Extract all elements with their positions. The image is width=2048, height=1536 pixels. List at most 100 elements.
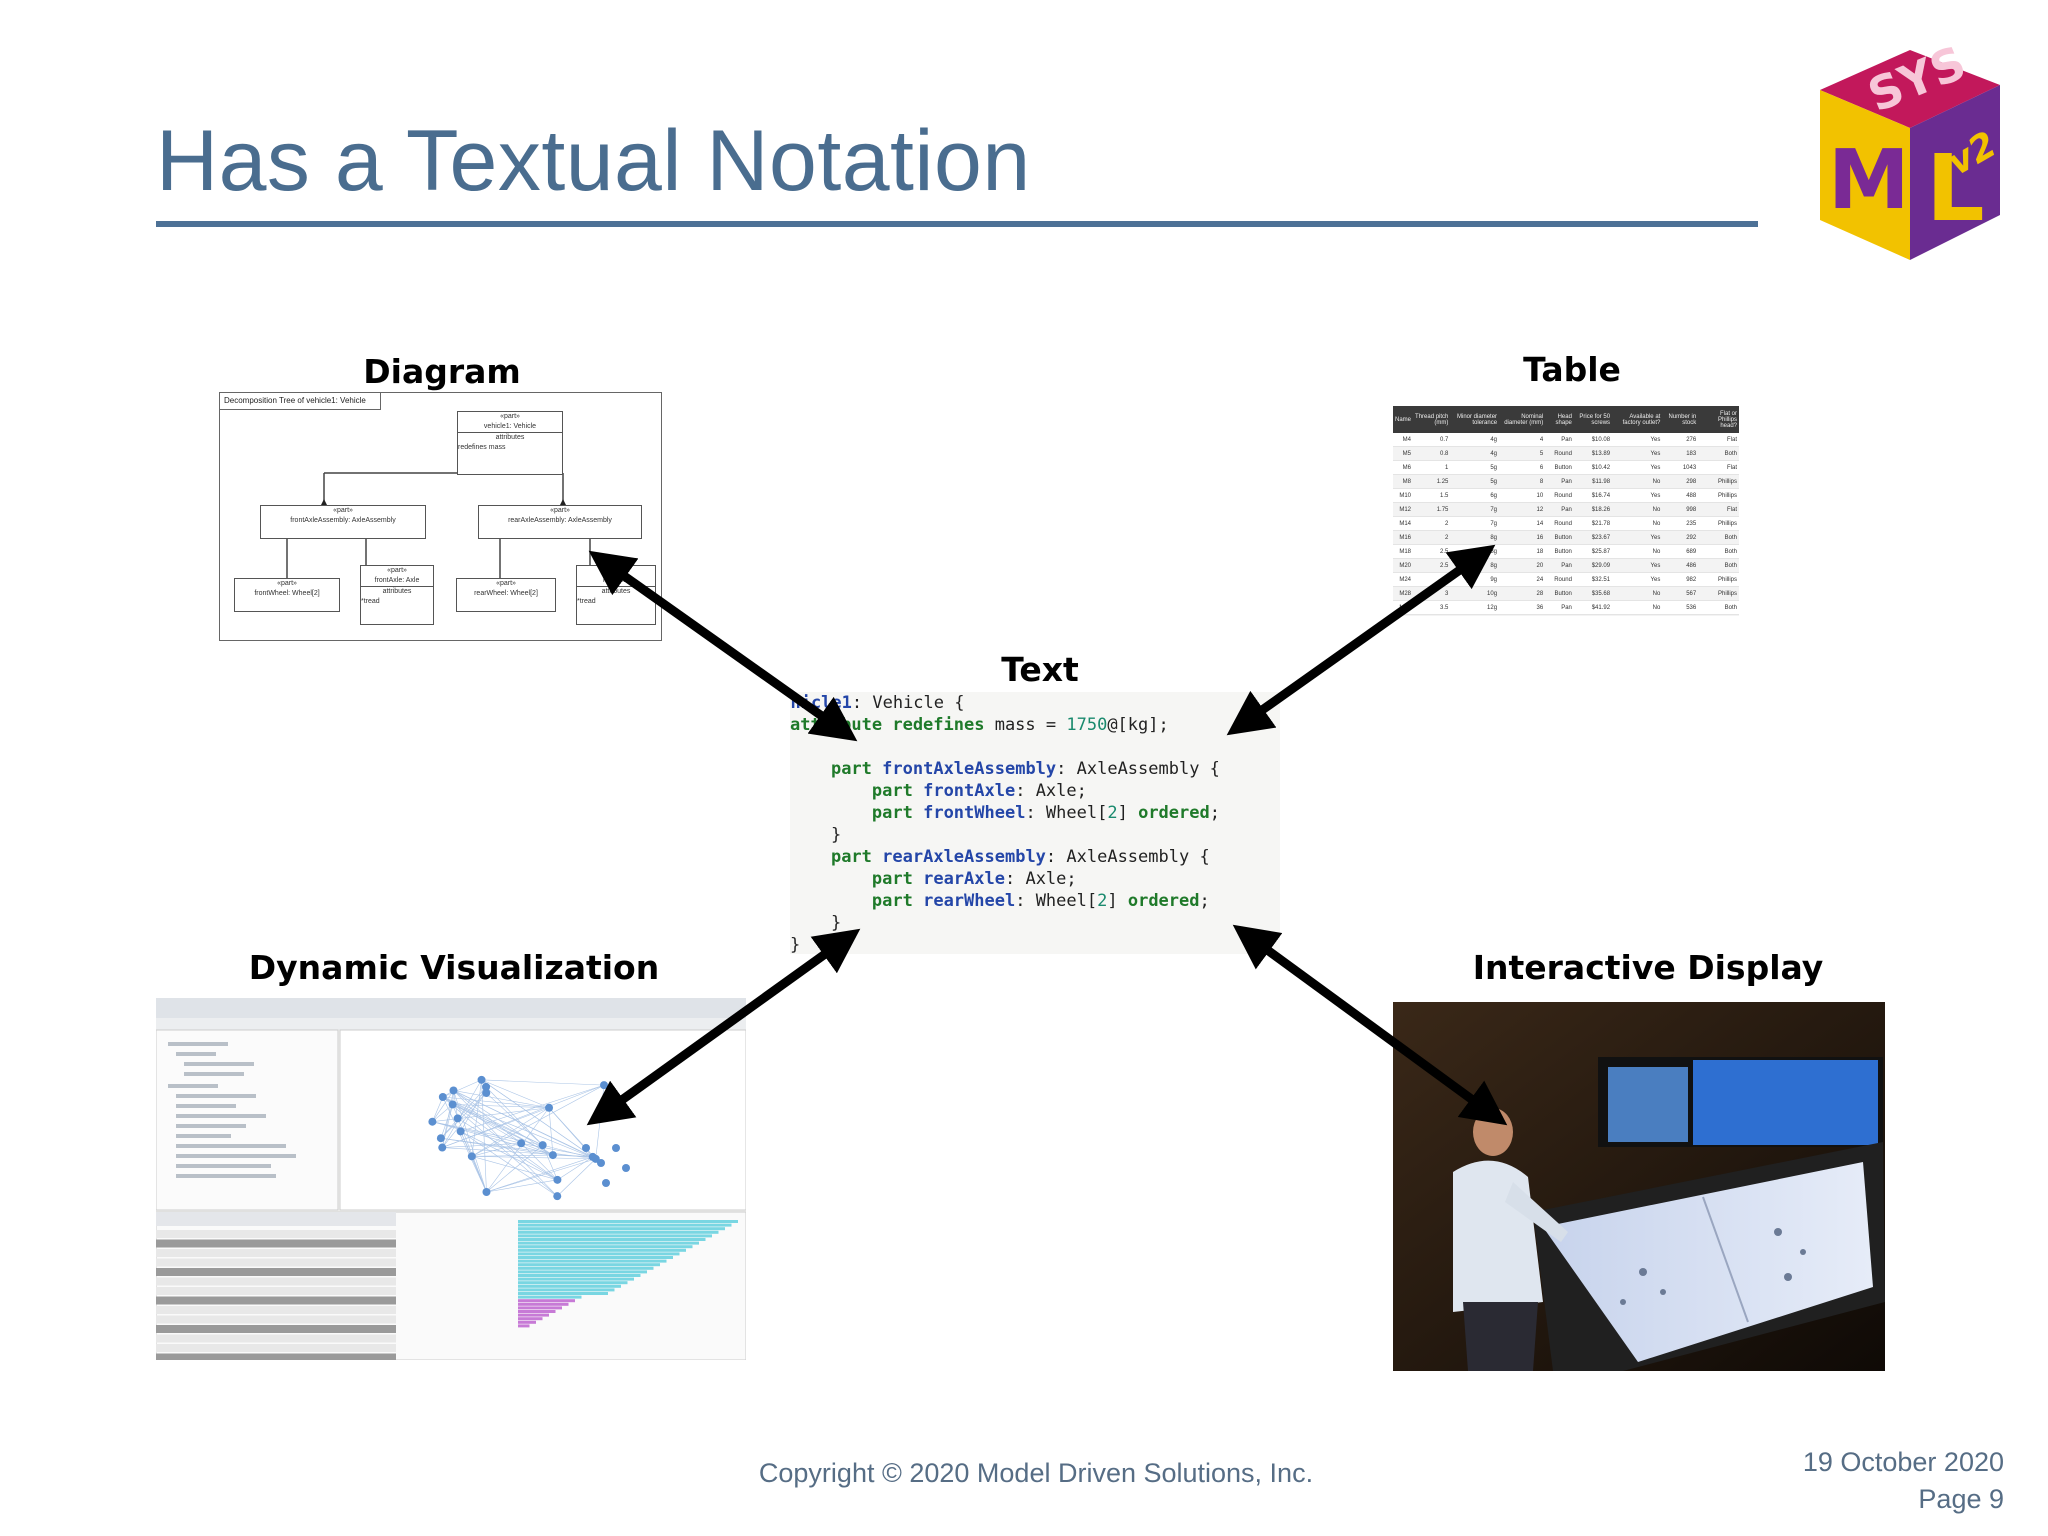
code-text: } [790,935,801,954]
graph-node [622,1164,630,1172]
graph-node [612,1144,620,1152]
code-text: : AxleAssembly { [1045,847,1210,867]
viz-bar [518,1281,628,1285]
table-cell: Flat [1698,614,1739,616]
graph-edge [442,1096,596,1160]
table-cell: 3 [1413,572,1451,587]
viz-bar [518,1220,738,1223]
dynamic-visualization-screenshot [156,998,746,1360]
graph-edge [481,1079,550,1109]
code-id: frontAxleAssembly [882,759,1057,779]
table-cell: Yes [1612,558,1663,573]
logo-side-face [1910,85,2000,260]
viz-list-row [156,1306,396,1314]
graph-edge [486,1156,593,1193]
front-axle-stereotype: «part» [387,567,407,574]
diagram-front-axle: «part» frontAxle: Axle attributes *tread [360,565,434,625]
code-kw-part: part [871,781,913,801]
table-cell: 1.25 [1413,474,1451,489]
table-cell: 0.7 [1413,433,1451,447]
table-cell: 14 [1499,516,1546,531]
table-cell: 998 [1662,502,1699,517]
code-text: @[kg]; [1107,715,1169,735]
rear-wheel-stereotype: «part» [496,580,516,587]
front-assembly-stereotype: «part» [333,507,353,514]
table-cell: 36 [1499,600,1546,615]
table-cell: No [1612,516,1663,531]
table-cell: 1.75 [1413,502,1451,517]
table-cell: $11.98 [1573,474,1613,489]
diagram-root-part: «part» vehicle1: Vehicle attributes rede… [457,411,563,475]
table-cell: 5g [1450,474,1500,489]
graph-edge [481,1079,605,1086]
graph-edge [432,1121,522,1144]
graph-node [553,1175,562,1184]
table-header-cell: Number in stock [1662,406,1699,433]
table-cell: 1043 [1662,460,1699,475]
table-cell: 743 [1662,614,1699,616]
viz-list-row [156,1296,396,1305]
graph-node [436,1134,445,1143]
table-cell: Button [1545,586,1574,601]
table-cell: 4g [1450,446,1500,461]
code-number: 2 [1097,891,1108,911]
graph-edge [432,1090,454,1122]
table-cell: Round [1545,572,1574,587]
viz-bar [518,1310,556,1313]
table-cell: 0.8 [1413,446,1451,461]
table-cell: 16 [1499,530,1546,545]
graph-edge [521,1142,593,1158]
table-cell: Yes [1612,446,1663,461]
table-cell: Phillips [1698,586,1739,601]
front-assembly-name: frontAxleAssembly: AxleAssembly [290,517,396,524]
footer-date: 19 October 2020 [1802,1447,2004,1477]
root-stereotype: «part» [500,413,520,420]
graph-node [553,1192,562,1201]
table-cell: Both [1698,530,1739,545]
table-header-cell: Nominal diameter (mm) [1499,406,1546,433]
table-cell: Phillips [1698,516,1739,531]
dynamic-visualization-graphic [156,998,746,1360]
table-cell: $21.78 [1573,516,1613,531]
front-wheel-name: frontWheel: Wheel[2] [254,590,320,597]
textual-notation-code: partvehicle1: Vehicle { attribute redefi… [790,692,1280,954]
viz-bar [518,1227,725,1231]
code-text: ] [1117,803,1139,823]
graph-edge [481,1079,487,1193]
front-axle-attr: *tread [361,598,380,605]
logo-top-face [1820,50,2000,128]
table-cell: M12 [1393,502,1414,517]
table-cell: M10 [1393,488,1414,503]
table-cell: 12g [1450,600,1500,615]
table-cell: M4 [1393,433,1414,447]
table-cell: Phillips [1698,488,1739,503]
viz-list-row [156,1315,396,1324]
code-id: rearAxleAssembly [882,847,1046,867]
table-cell: $25.87 [1573,544,1613,559]
table-cell: M8 [1393,474,1414,489]
table-cell: Yes [1612,433,1663,447]
table-cell: M14 [1393,516,1414,531]
code-text: ] [1107,891,1128,911]
table-cell: $10.08 [1573,433,1613,447]
graph-edge [471,1084,605,1157]
logo-ml-text: M [1828,133,1910,228]
graph-node [482,1188,491,1197]
graph-node [477,1075,486,1084]
table-cell: 235 [1662,516,1699,531]
graph-node [597,1159,605,1167]
table-cell: 4g [1450,433,1500,447]
table-cell: $18.26 [1573,502,1613,517]
table-cell: Button [1545,530,1574,545]
code-id: frontAxle [923,781,1016,801]
table-cell: 9g [1450,572,1500,587]
viz-bar [518,1223,732,1227]
table-cell: Both [1698,446,1739,461]
table-cell: M16 [1393,530,1414,545]
table-cell: $13.89 [1573,446,1613,461]
table-cell: M36 [1393,600,1414,615]
